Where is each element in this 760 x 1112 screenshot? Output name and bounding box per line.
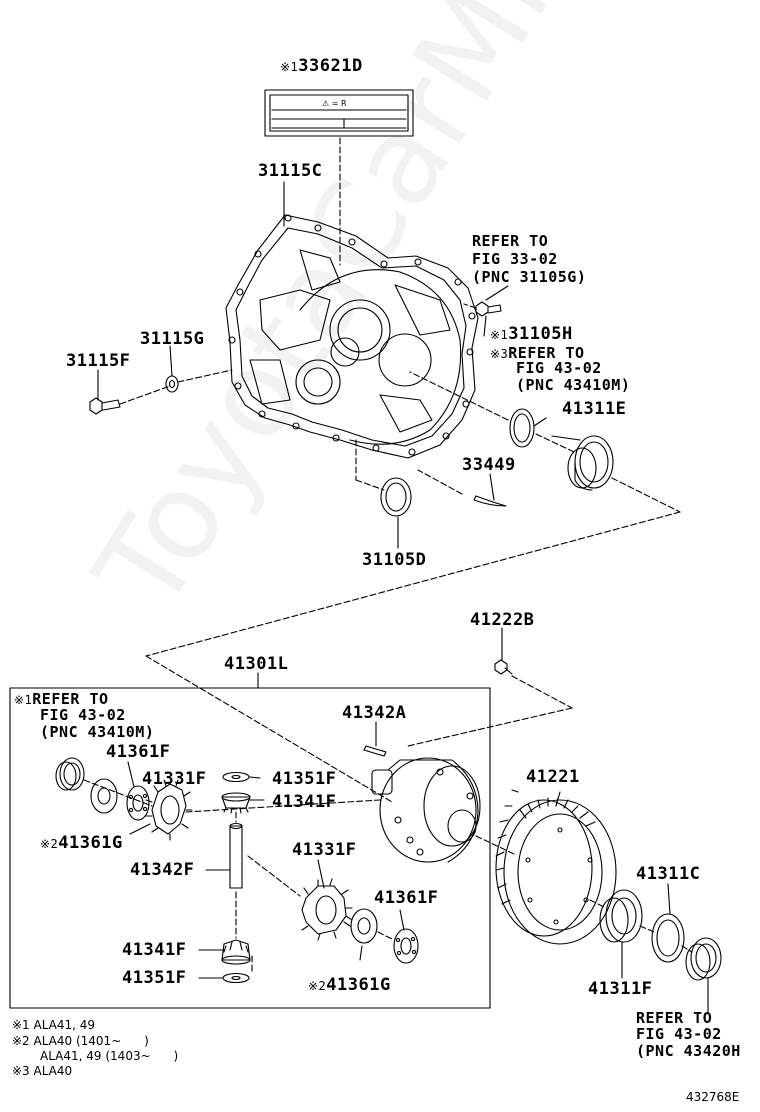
part-label-41221[interactable]: 41221	[526, 767, 580, 787]
part-label-41361g-right[interactable]: ※241361G	[308, 975, 391, 995]
note-mark-1: ※1	[14, 693, 33, 707]
bearing-race-41311c[interactable]	[651, 913, 685, 963]
refer-mid-line3[interactable]: (PNC 43410M)	[516, 376, 631, 394]
refer-top-line1[interactable]: REFER TO	[472, 232, 549, 250]
part-label-41351f-bottom[interactable]: 41351F	[122, 968, 187, 988]
bolt-31105h[interactable]	[475, 301, 502, 317]
side-gear-41331f-right[interactable]	[301, 878, 353, 941]
part-label-31105h[interactable]: ※131105H	[490, 324, 573, 344]
refer-bot-line2[interactable]: FIG 43-02	[636, 1025, 722, 1043]
washer-41351f-top[interactable]	[222, 771, 250, 783]
refer-mid-line2[interactable]: FIG 43-02	[516, 359, 602, 377]
pinion-41341f-bottom[interactable]	[221, 939, 251, 965]
part-label-31105d[interactable]: 31105D	[362, 550, 427, 570]
part-label-41342a[interactable]: 41342A	[342, 703, 407, 723]
part-label-41361f-top[interactable]: 41361F	[106, 742, 171, 762]
part-label-41331f-bottom[interactable]: 41331F	[292, 840, 357, 860]
bearing-41311f[interactable]	[599, 889, 643, 943]
washer-41351f-bottom[interactable]	[222, 972, 250, 984]
part-label-41301l[interactable]: 41301L	[224, 654, 289, 674]
part-label-41222b[interactable]: 41222B	[470, 610, 535, 630]
refer-mid-line1[interactable]: ※3REFER TO	[490, 344, 585, 362]
part-label-31115c[interactable]: 31115C	[258, 161, 323, 181]
figure-code: 432768E	[686, 1090, 740, 1104]
note-mark-2: ※2	[308, 979, 327, 993]
note-line-4: ※3 ALA40	[12, 1064, 73, 1078]
note-mark-3: ※3	[490, 347, 509, 361]
note-line-1: ※1 ALA41, 49	[12, 1018, 96, 1032]
part-label-33449[interactable]: 33449	[462, 455, 516, 475]
magnet-33449[interactable]	[473, 495, 507, 507]
note-mark-1: ※1	[280, 60, 299, 74]
oil-seal-31105d[interactable]	[380, 477, 412, 517]
part-label-41342f[interactable]: 41342F	[130, 860, 195, 880]
oil-seal-right[interactable]	[509, 408, 535, 448]
refer-box-line2[interactable]: FIG 43-02	[40, 706, 126, 724]
transmission-case[interactable]	[225, 214, 479, 459]
assembly-group-box	[9, 687, 491, 1009]
note-line-3: ALA41, 49 (1403~ )	[40, 1049, 179, 1063]
part-label-41331f-top[interactable]: 41331F	[142, 769, 207, 789]
shaft-41342f[interactable]	[229, 822, 243, 889]
bolt-41222b[interactable]	[494, 659, 513, 675]
thrust-washer-41361f-left[interactable]	[126, 785, 150, 821]
label-plate-text: ⚠ = R	[322, 99, 347, 108]
refer-box-line3[interactable]: (PNC 43410M)	[40, 723, 155, 741]
part-label-41311e[interactable]: 41311E	[562, 399, 627, 419]
part-label-31115f[interactable]: 31115F	[66, 351, 131, 371]
refer-top-line2[interactable]: FIG 33-02	[472, 250, 558, 268]
part-label-41311c[interactable]: 41311C	[636, 864, 701, 884]
pinion-41341f-top[interactable]	[221, 792, 251, 814]
refer-bot-line1[interactable]: REFER TO	[636, 1009, 713, 1027]
note-line-2: ※2 ALA40 (1401~ )	[12, 1034, 149, 1048]
oil-seal-43410m[interactable]	[55, 757, 85, 791]
washer-41361g-right[interactable]	[350, 908, 378, 944]
part-label-33621d[interactable]: ※133621D	[280, 56, 363, 76]
bolt-31115f[interactable]	[89, 397, 121, 415]
label-plate[interactable]: ⚠ = R	[264, 89, 414, 137]
part-label-41341f-bottom[interactable]: 41341F	[122, 940, 187, 960]
part-label-41361f-bottom[interactable]: 41361F	[374, 888, 439, 908]
note-mark-2: ※2	[40, 837, 59, 851]
part-label-31115g[interactable]: 31115G	[140, 329, 205, 349]
ring-gear-41221[interactable]	[495, 789, 617, 945]
note-mark-1: ※1	[490, 328, 509, 342]
part-label-41311f[interactable]: 41311F	[588, 979, 653, 999]
washer-31115g[interactable]	[165, 375, 179, 393]
oil-seal-43420h[interactable]	[685, 937, 722, 981]
refer-top-line3[interactable]: (PNC 31105G)	[472, 268, 587, 286]
part-label-41361g-left[interactable]: ※241361G	[40, 833, 123, 853]
thrust-washer-41361f-right[interactable]	[393, 928, 419, 964]
side-gear-41331f-left[interactable]	[145, 779, 193, 841]
refer-box-line1[interactable]: ※1REFER TO	[14, 690, 109, 708]
differential-case[interactable]	[371, 757, 481, 863]
bearing-race-41311e[interactable]	[567, 435, 614, 491]
refer-bot-line3[interactable]: (PNC 43420H	[636, 1042, 741, 1060]
part-label-41341f-top[interactable]: 41341F	[272, 792, 337, 812]
pin-41342a[interactable]	[363, 745, 387, 757]
part-label-41351f-top[interactable]: 41351F	[272, 769, 337, 789]
